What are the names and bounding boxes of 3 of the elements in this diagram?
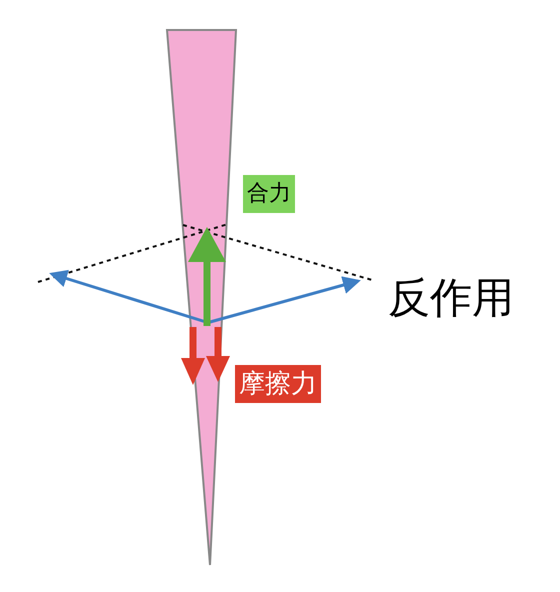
force-label: 反作用	[388, 272, 514, 324]
force-label: 摩擦力	[235, 365, 321, 403]
force-label: 合力	[243, 175, 295, 213]
